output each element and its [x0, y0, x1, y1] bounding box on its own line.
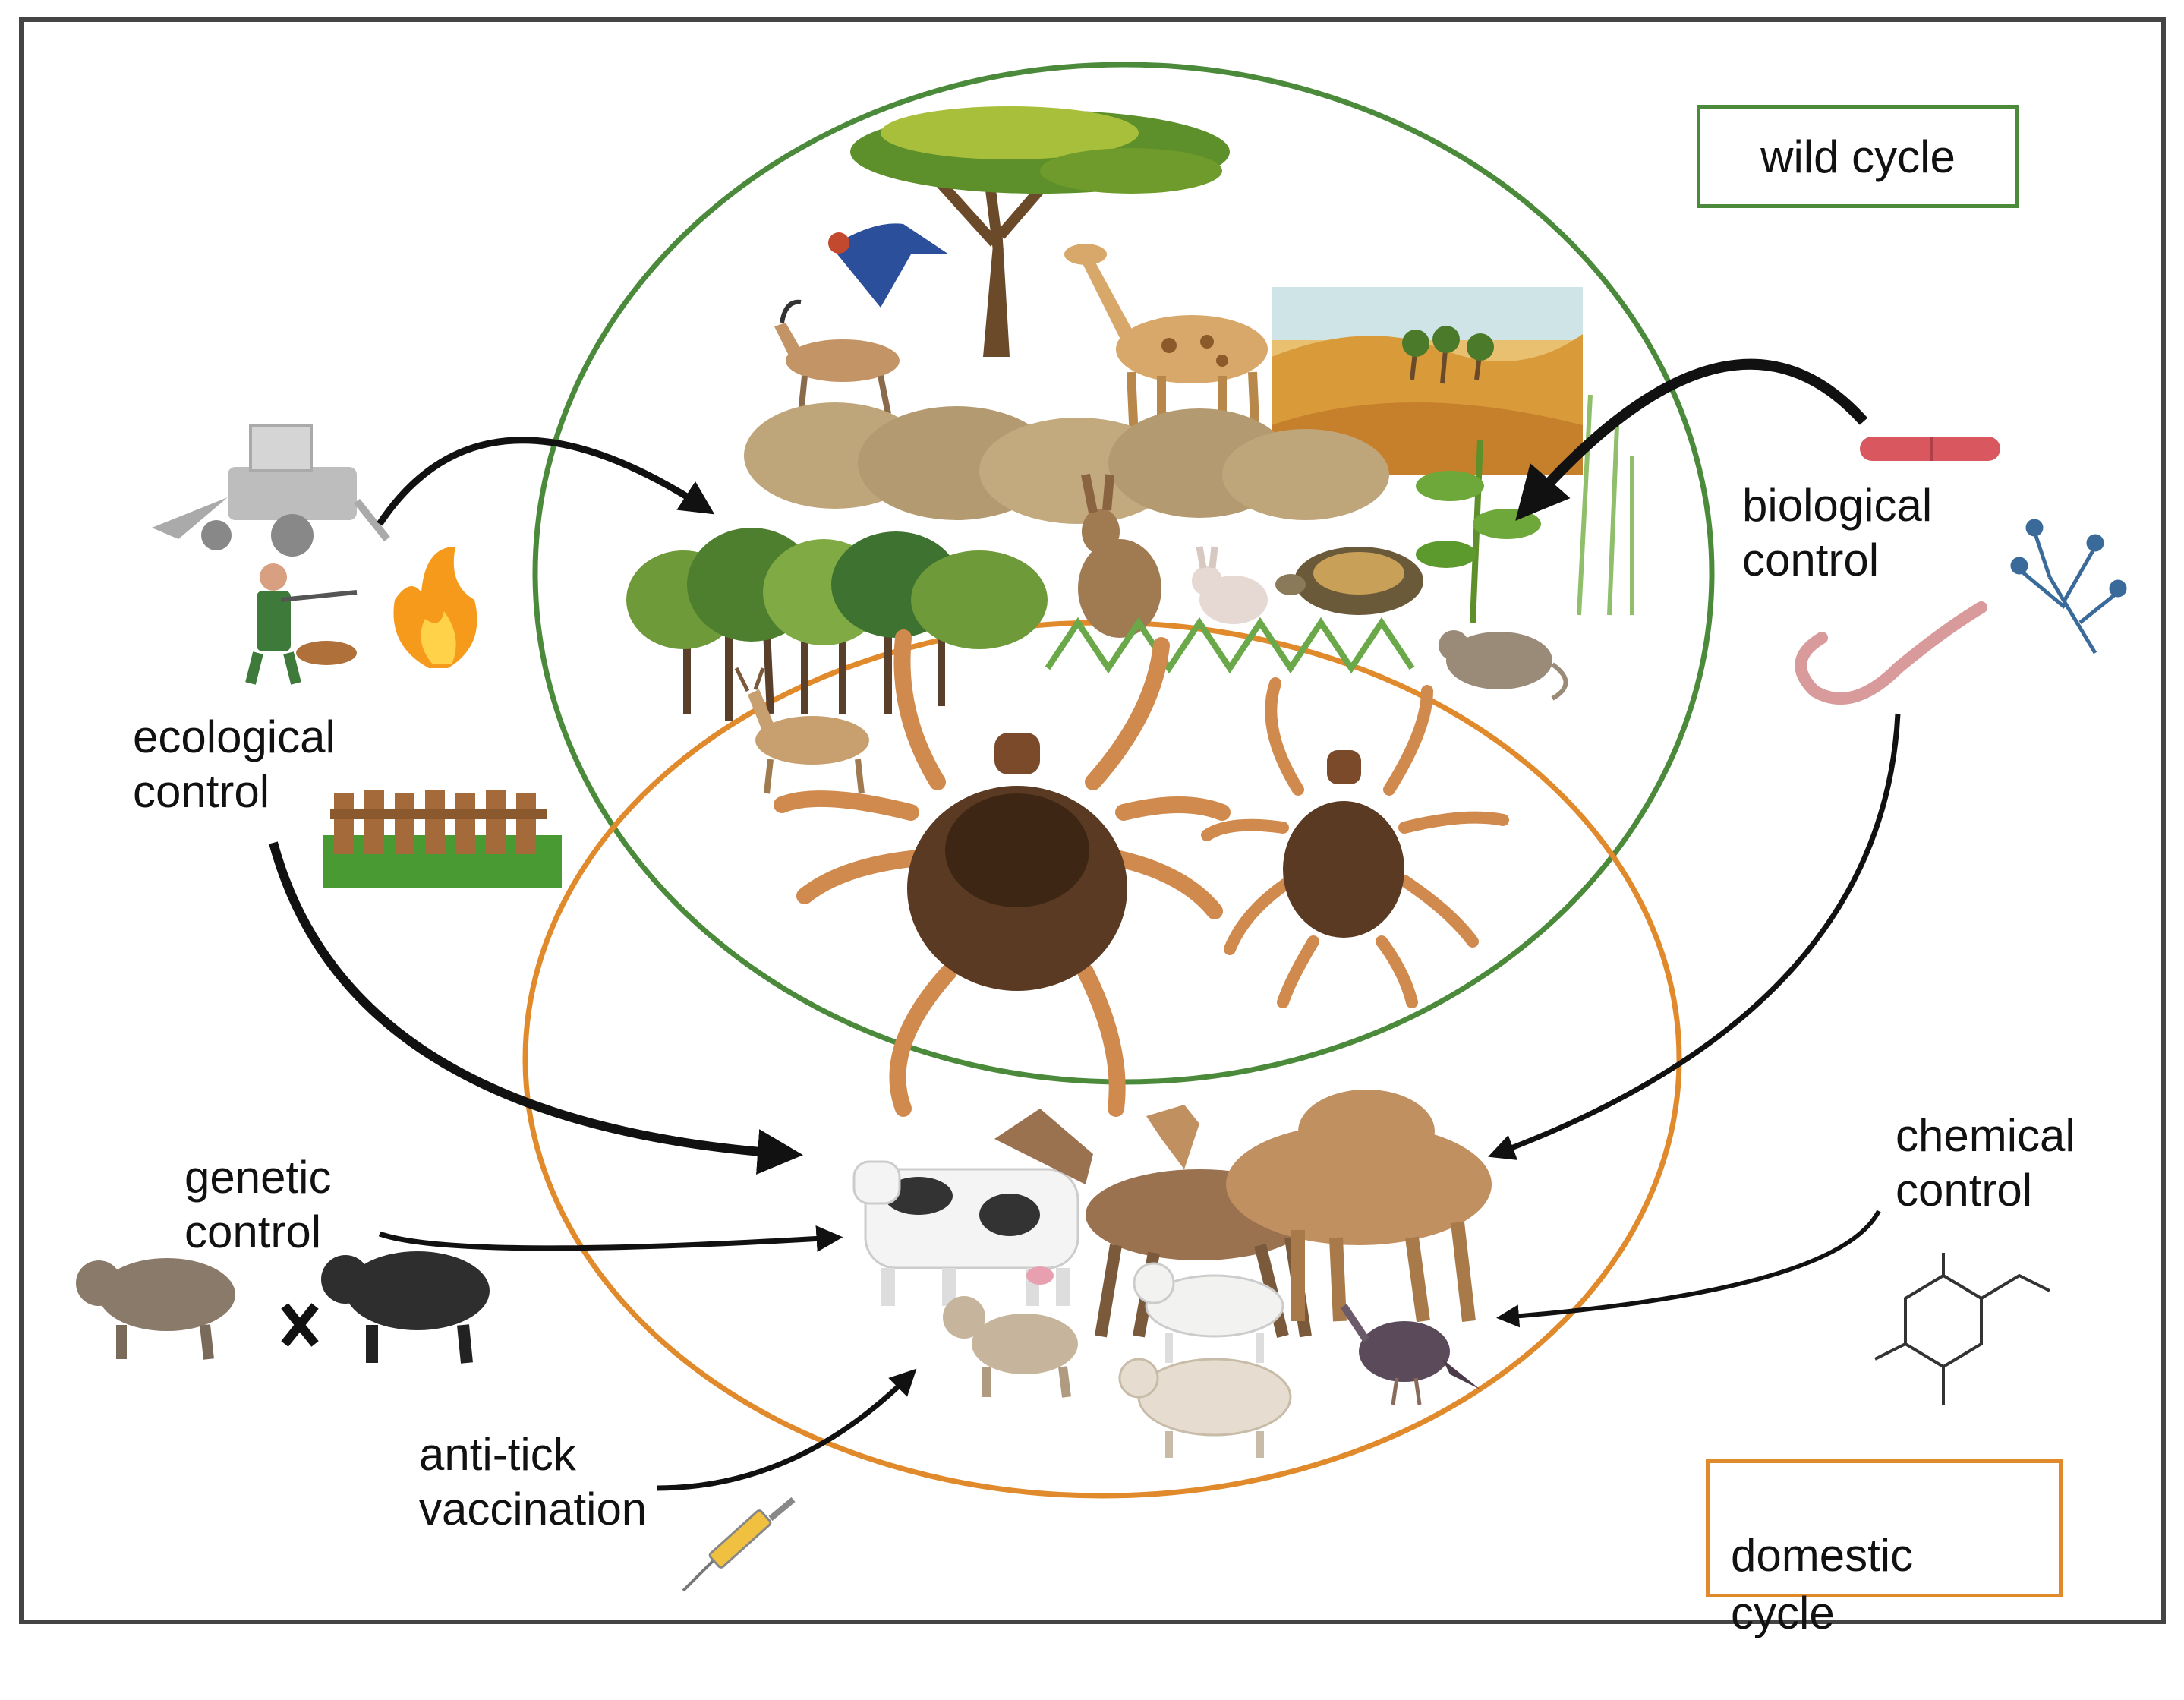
- chemical-control-label: chemical control: [1896, 1110, 2075, 1216]
- bacteria-icon: [1860, 437, 2000, 461]
- dog-icon: [943, 1296, 1078, 1398]
- plant-icon: [1045, 394, 1634, 674]
- sheep-icon: [1118, 1358, 1292, 1458]
- hare-icon: [1078, 473, 1161, 638]
- fire-icon: [393, 547, 477, 668]
- rabbit-icon: [1192, 546, 1268, 624]
- ecological-wild-arrow: [377, 437, 715, 526]
- domestic-cycle-label: domestic cycle: [1731, 1530, 1914, 1638]
- nematode-icon: [1795, 601, 1987, 705]
- biological-wild-arrow: [1515, 358, 1868, 521]
- bird-icon: [828, 223, 949, 308]
- genetic-control-label: genetic control: [184, 1152, 332, 1257]
- turkey-icon: [1340, 1304, 1480, 1405]
- arrows: [269, 358, 1901, 1491]
- fence-icon: [323, 790, 562, 888]
- biological-domestic-arrow: [1488, 713, 1901, 1160]
- giraffe-icon: [1064, 244, 1268, 456]
- goat-icon: [1133, 1262, 1284, 1363]
- gazelle-icon: [774, 299, 900, 415]
- syringe-icon: [682, 1497, 796, 1592]
- tick-icon: [774, 629, 1231, 1117]
- domestic-cycle-legend: domestic cycle: [1706, 1459, 2063, 1638]
- camel-icon: [1146, 1090, 1492, 1323]
- deer-icon: [734, 667, 869, 794]
- tick-icon: [1201, 677, 1509, 1008]
- vaccination-arrow: [656, 1368, 917, 1491]
- ecological-domestic-arrow: [269, 841, 803, 1175]
- ecological-control-label: ecological control: [133, 711, 336, 817]
- molecule-icon: [1874, 1253, 2050, 1405]
- fungus-icon: [2010, 519, 2127, 654]
- desert-icon: [1272, 287, 1583, 475]
- tick-control-diagram: wild cycle domestic cycle ecological con…: [19, 17, 2166, 1638]
- genetic-arrow: [378, 1225, 843, 1252]
- biological-control-label: biological control: [1742, 480, 1933, 585]
- cow-icon: [852, 1160, 1079, 1306]
- wild-cycle-label: wild cycle: [1760, 131, 1956, 182]
- grass-icon: [744, 402, 1389, 524]
- chemical-arrow: [1496, 1210, 1881, 1328]
- anti-tick-vaccination-label: anti-tick vaccination: [419, 1429, 648, 1534]
- tree-icon: [850, 106, 1230, 357]
- cattle-cross-icon: [76, 1251, 490, 1364]
- hunter-icon: [245, 563, 358, 685]
- mouse-icon: [1439, 630, 1568, 701]
- tractor-icon: [152, 424, 390, 557]
- tortoise-icon: [1275, 547, 1423, 615]
- forest-icon: [626, 528, 1048, 721]
- diagram-canvas: [19, 17, 2166, 1624]
- wild-cycle-legend: wild cycle: [1697, 105, 2019, 208]
